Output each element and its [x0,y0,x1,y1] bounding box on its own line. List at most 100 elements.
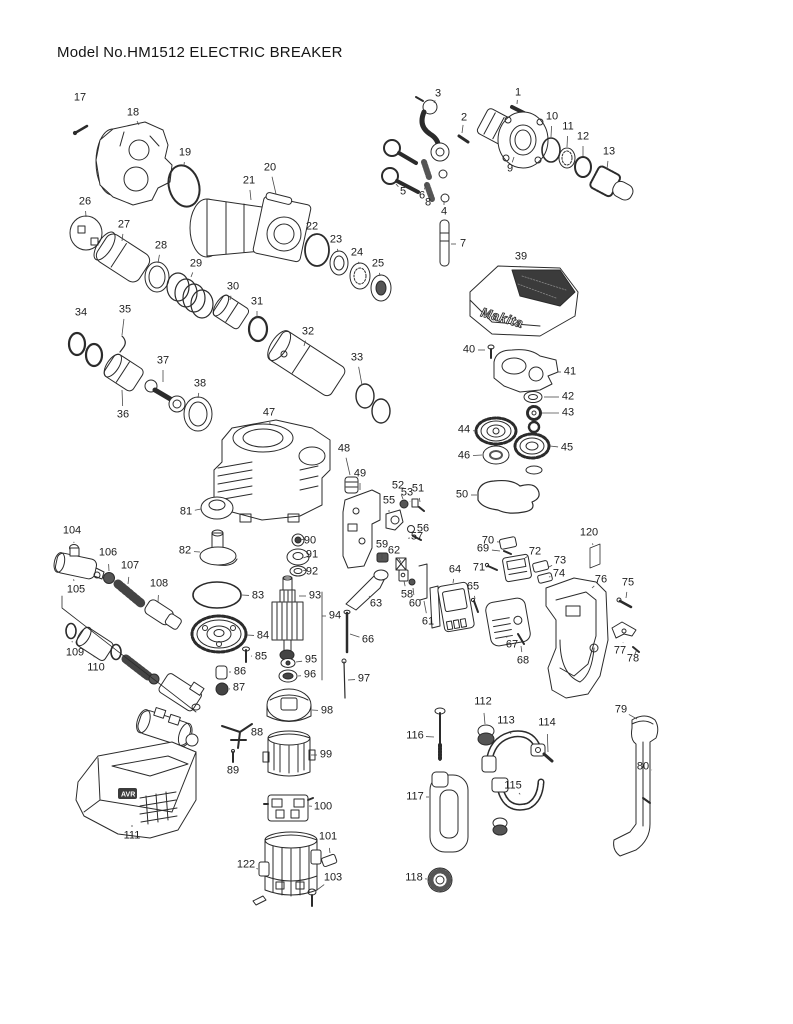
part-label-44: 44 [457,423,471,436]
part-label-81: 81 [179,505,193,518]
part-label-93: 93 [308,589,322,602]
part-label-79: 79 [614,703,628,716]
part-label-12: 12 [576,130,590,143]
part-label-49: 49 [353,467,367,480]
part-label-101: 101 [318,830,338,843]
change-lever-drawing [343,569,389,654]
part-label-106: 106 [98,546,118,559]
part-label-61: 61 [421,615,435,628]
part-label-11: 11 [562,120,574,133]
part-label-31: 31 [250,295,264,308]
part-label-76: 76 [594,573,608,586]
part-label-33: 33 [350,351,364,364]
part-label-84: 84 [256,629,270,642]
page-title: Model No.HM1512 ELECTRIC BREAKER [57,44,343,61]
front-rings-drawing [304,233,392,302]
part-label-122: 122 [236,858,256,871]
part-label-66: 66 [361,633,375,646]
part-label-40: 40 [462,343,476,356]
part-label-95: 95 [304,653,318,666]
part-label-21: 21 [242,174,256,187]
part-label-85: 85 [254,650,268,663]
part-label-107: 107 [120,559,140,572]
part-label-96: 96 [303,668,317,681]
rear-handle-housing-drawing [545,543,609,699]
part-label-90: 90 [303,534,317,547]
part-label-105: 105 [66,583,86,596]
part-label-77: 77 [613,644,627,657]
part-label-74: 74 [552,567,566,580]
part-label-98: 98 [320,704,334,717]
part-label-69: 69 [476,542,490,555]
side-handle-drawing [427,707,469,893]
part-label-8: 8 [424,196,432,209]
gear-train-drawing [474,344,559,514]
part-label-64: 64 [448,563,462,576]
part-label-3: 3 [434,87,442,100]
o-ring-19-drawing [167,164,201,208]
part-label-56: 56 [416,522,430,535]
field-coil-drawing [136,707,199,747]
rear-grip-drawing [613,715,659,857]
striker-cylinder-drawing [267,330,391,424]
part-label-117: 117 [406,790,424,803]
part-label-78: 78 [626,652,640,665]
part-label-17: 17 [73,91,87,104]
part-label-27: 27 [117,218,131,231]
part-label-1: 1 [514,86,522,99]
part-label-70: 70 [481,534,495,547]
part-label-55: 55 [382,494,396,507]
cord-clamp-parts-drawing [611,597,640,653]
part-label-23: 23 [329,233,343,246]
part-label-37: 37 [156,354,170,367]
valve-pump-chain-drawing [53,544,205,713]
part-label-109: 109 [65,646,85,659]
part-label-35: 35 [118,303,132,316]
part-label-108: 108 [149,577,169,590]
screw-17-drawing [72,124,89,136]
part-label-67: 67 [505,638,519,651]
part-label-36: 36 [116,408,130,421]
part-label-72: 72 [528,545,542,558]
part-label-39: 39 [514,250,528,263]
impact-sleeve-chain-drawing [69,215,269,343]
part-label-45: 45 [560,441,574,454]
part-label-19: 19 [178,146,192,159]
part-label-75: 75 [621,576,635,589]
part-label-13: 13 [602,145,616,158]
part-label-34: 34 [74,306,88,319]
crank-housing-drawing [213,419,331,523]
part-label-114: 114 [538,716,556,729]
part-label-7: 7 [459,237,467,250]
part-label-18: 18 [126,106,140,119]
part-label-91: 91 [305,548,319,561]
part-label-28: 28 [154,239,168,252]
motor-housing-drawing: AVR [75,741,197,839]
part-label-43: 43 [561,406,575,419]
part-label-94: 94 [328,609,342,622]
part-label-116: 116 [406,729,424,742]
top-grip-drawing [477,724,554,836]
part-label-9: 9 [506,162,514,175]
part-label-58: 58 [400,588,414,601]
controller-cover-drawing [429,581,531,647]
gear-group-drawing [190,581,250,696]
shift-fork-drawing [221,723,253,763]
part-label-26: 26 [78,195,92,208]
part-label-115: 115 [504,779,522,792]
part-label-63: 63 [369,597,383,610]
barrel-assembly-drawing [189,192,312,263]
svg-text:AVR: AVR [121,792,135,799]
part-label-50: 50 [455,488,469,501]
crank-case-cover-drawing: Makita [469,265,579,337]
part-label-48: 48 [337,442,351,455]
part-label-59: 59 [375,538,389,551]
part-label-88: 88 [250,726,264,739]
rod-97-drawing [341,658,347,699]
part-label-20: 20 [263,161,277,174]
tool-holder-housing-drawing [95,121,173,206]
part-label-118: 118 [405,871,423,884]
part-label-65: 65 [466,580,480,593]
